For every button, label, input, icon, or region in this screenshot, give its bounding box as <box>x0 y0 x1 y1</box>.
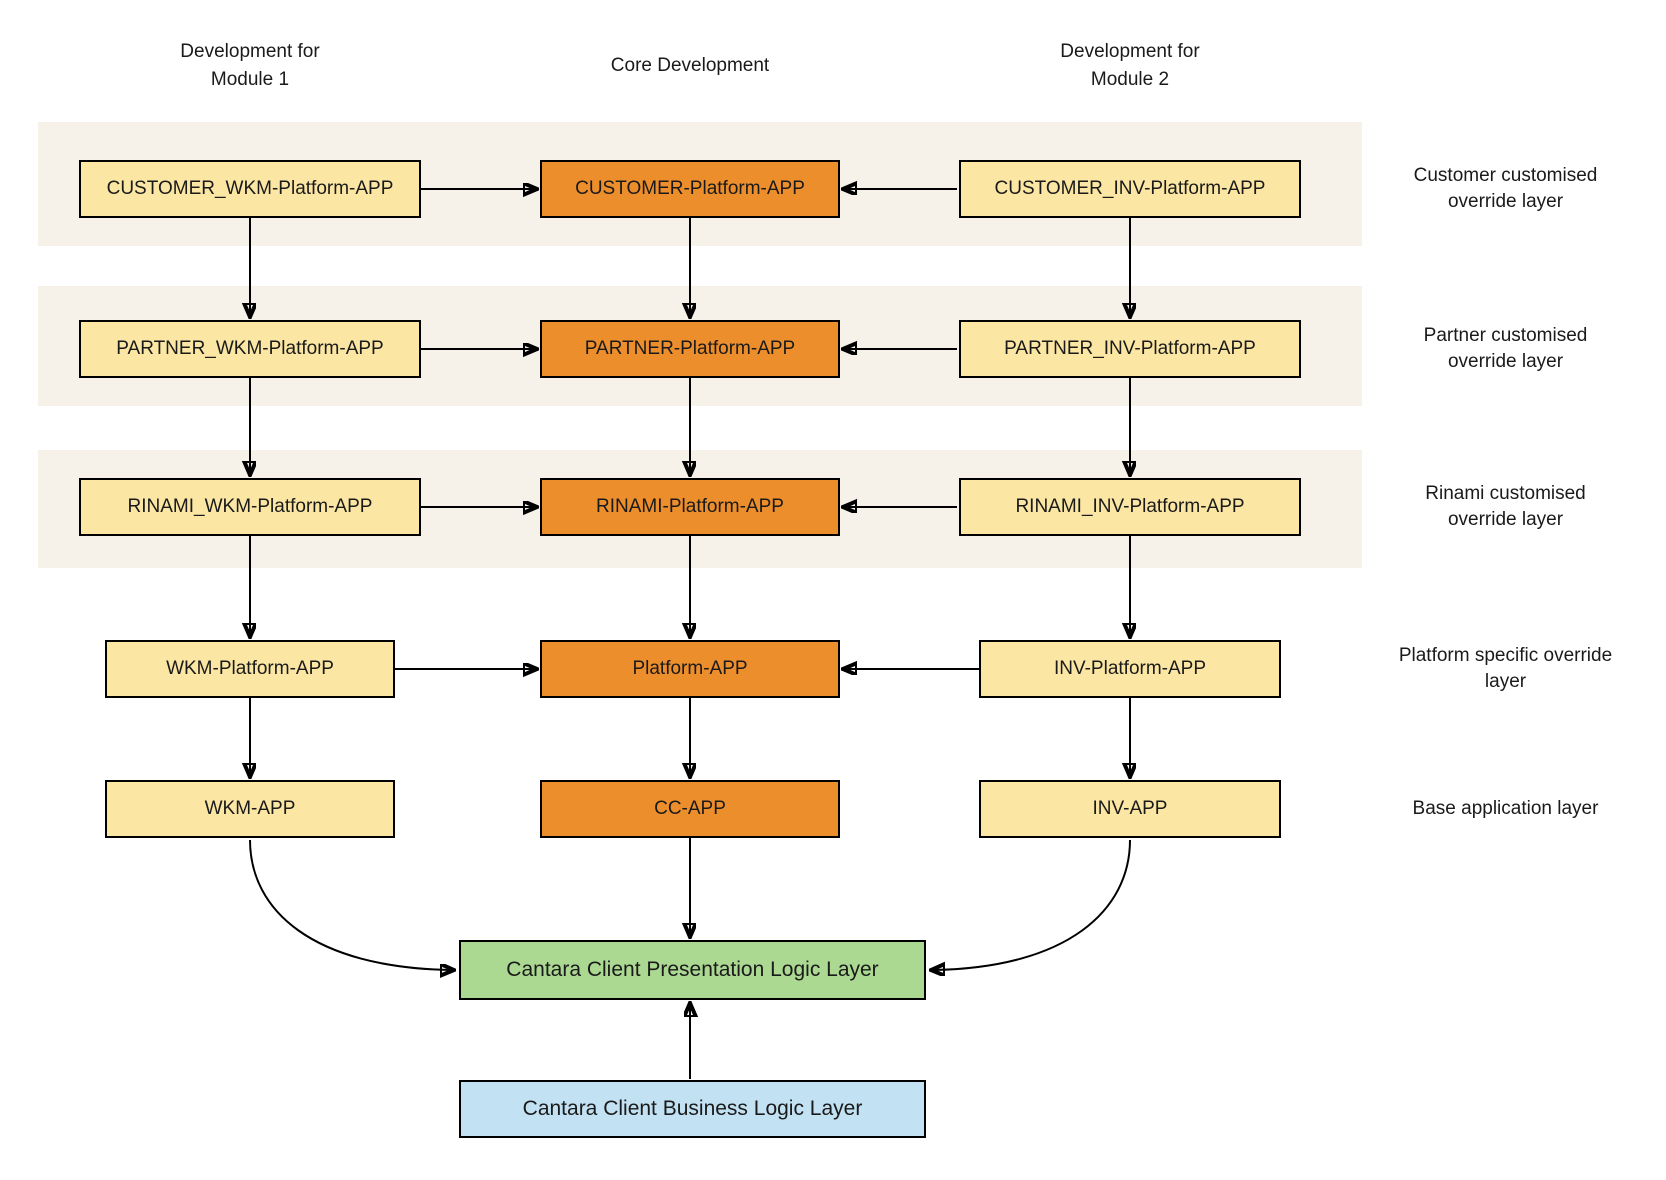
layer-label-partner: Partner customised override layer <box>1423 325 1588 372</box>
node-partner-platform-app: PARTNER-Platform-APP <box>540 320 840 378</box>
node-customer-platform-app: CUSTOMER-Platform-APP <box>540 160 840 218</box>
node-customer-wkm-platform-app: CUSTOMER_WKM-Platform-APP <box>79 160 421 218</box>
layer-label-customer: Customer customised override layer <box>1413 165 1598 212</box>
node-wkm-app: WKM-APP <box>105 780 395 838</box>
node-presentation-logic-layer: Cantara Client Presentation Logic Layer <box>459 940 926 1000</box>
arrow-wkm-app-to-presentation <box>249 839 452 970</box>
arrow-inv-app-to-presentation <box>933 839 1131 970</box>
layer-label-rinami: Rinami customised override layer <box>1425 483 1586 530</box>
column-header-core: Core Development <box>610 55 770 76</box>
column-header-module-2: Development for Module 2 <box>1060 41 1200 90</box>
node-platform-app: Platform-APP <box>540 640 840 698</box>
layer-label-platform: Platform specific override layer <box>1398 645 1613 692</box>
node-partner-inv-platform-app: PARTNER_INV-Platform-APP <box>959 320 1301 378</box>
layer-label-base: Base application layer <box>1412 798 1599 819</box>
node-wkm-platform-app: WKM-Platform-APP <box>105 640 395 698</box>
node-inv-platform-app: INV-Platform-APP <box>979 640 1281 698</box>
node-partner-wkm-platform-app: PARTNER_WKM-Platform-APP <box>79 320 421 378</box>
node-cc-app: CC-APP <box>540 780 840 838</box>
node-rinami-platform-app: RINAMI-Platform-APP <box>540 478 840 536</box>
node-rinami-wkm-platform-app: RINAMI_WKM-Platform-APP <box>79 478 421 536</box>
node-customer-inv-platform-app: CUSTOMER_INV-Platform-APP <box>959 160 1301 218</box>
column-header-module-1: Development for Module 1 <box>180 41 320 90</box>
node-inv-app: INV-APP <box>979 780 1281 838</box>
node-rinami-inv-platform-app: RINAMI_INV-Platform-APP <box>959 478 1301 536</box>
node-business-logic-layer: Cantara Client Business Logic Layer <box>459 1080 926 1138</box>
